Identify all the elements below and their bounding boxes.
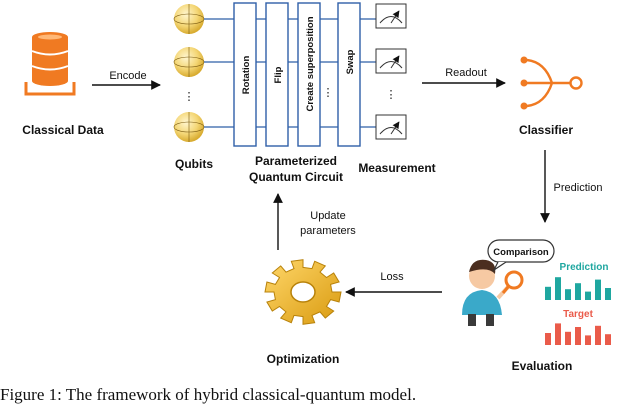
bar-mark [585, 335, 591, 345]
label-loss: Loss [380, 271, 404, 283]
database-icon [24, 32, 76, 96]
label-prediction: Prediction [554, 182, 603, 194]
bar-mark [565, 331, 571, 345]
label-optimization: Optimization [267, 352, 340, 366]
comparison-bubble: Comparison [487, 239, 555, 272]
gate-label: Swap [345, 49, 356, 74]
label-classical-data: Classical Data [22, 123, 104, 137]
comparison-text: Comparison [493, 247, 549, 258]
label-measurement: Measurement [358, 161, 435, 175]
bar-mark [565, 289, 571, 300]
gate-label: Rotation [241, 56, 252, 95]
qubit-sphere-icon [173, 112, 205, 142]
chart-prediction-label: Prediction [560, 262, 609, 273]
person-icon [462, 259, 524, 326]
label-classifier: Classifier [519, 123, 573, 137]
quantum-gates: Rotation Flip Create superposition Swap … [233, 2, 361, 147]
label-qubits: Qubits [175, 157, 213, 171]
qubit-ellipsis: ⋮ [184, 91, 195, 103]
bar-mark [605, 288, 611, 300]
gate-label: Create superposition [305, 16, 316, 111]
qubit-sphere-icon [173, 4, 205, 34]
chart-target-label: Target [563, 309, 593, 320]
label-readout: Readout [445, 67, 487, 79]
label-circuit-2: Quantum Circuit [249, 170, 343, 184]
gate-ellipsis: ⋮ [323, 87, 334, 99]
bar-mark [575, 327, 581, 345]
qubit-spheres [173, 4, 205, 142]
gate-flip [265, 2, 289, 147]
gate-create-superposition [297, 2, 321, 147]
meter-icon [375, 48, 407, 74]
bar-mark [585, 291, 591, 300]
gate-label: Flip [273, 66, 284, 83]
meter-icon [375, 114, 407, 140]
prediction-bars [545, 277, 611, 300]
label-encode: Encode [109, 70, 146, 82]
bar-mark [555, 277, 561, 300]
figure-caption: Figure 1: The framework of hybrid classi… [0, 385, 417, 404]
gate-rotation [233, 2, 257, 147]
bar-mark [545, 333, 551, 345]
meter-icon [375, 3, 407, 29]
gate-swap [337, 2, 361, 147]
gear-icon [264, 259, 342, 325]
classifier-icon [520, 56, 583, 110]
bar-mark [575, 283, 581, 300]
measurement-ellipsis: ⋮ [386, 89, 397, 101]
bar-mark [595, 325, 601, 345]
target-bars [545, 323, 611, 345]
bar-mark [595, 279, 601, 300]
bar-mark [605, 334, 611, 345]
label-circuit-1: Parameterized [255, 154, 337, 168]
label-update-2: parameters [300, 225, 356, 237]
gear-hole [290, 281, 316, 303]
bar-mark [545, 286, 551, 300]
bar-mark [555, 323, 561, 345]
qubit-sphere-icon [173, 47, 205, 77]
label-update-1: Update [310, 210, 345, 222]
measurement-icons: ⋮ [375, 3, 407, 140]
label-evaluation: Evaluation [512, 359, 573, 373]
